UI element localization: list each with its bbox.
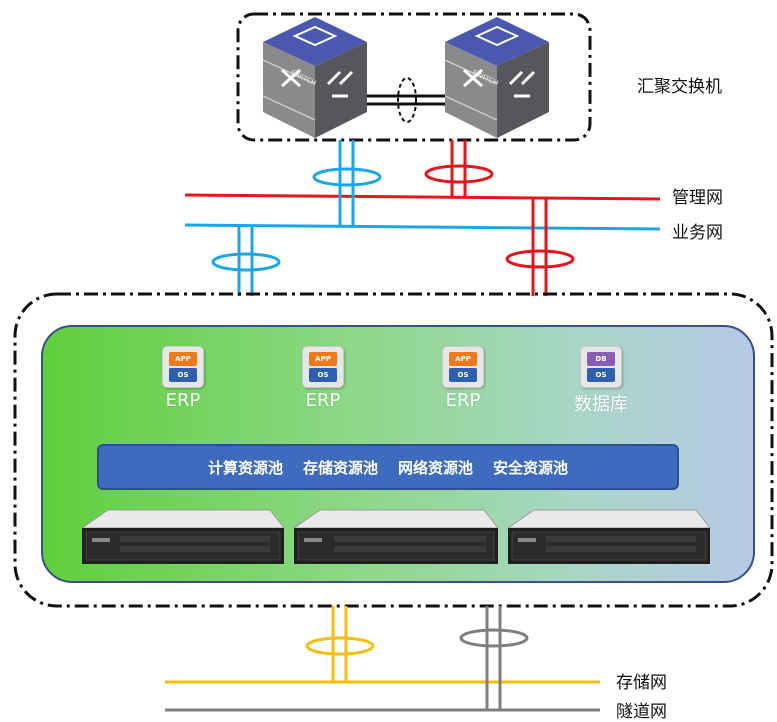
- storage-ring: [305, 636, 375, 656]
- mgmt-net-line: [184, 193, 661, 201]
- switch-1: [262, 17, 367, 138]
- server-3: [506, 509, 712, 564]
- storage-pool-label: 存储资源池: [302, 458, 378, 477]
- server-2: [292, 509, 500, 564]
- vm-tag-bottom: OS: [587, 368, 615, 382]
- app-os-icon: APP OS: [442, 346, 484, 388]
- db-os-icon: DB OS: [580, 346, 622, 388]
- uplink-ring-red: [424, 164, 494, 184]
- aggregation-switch-label: 汇聚交换机: [637, 77, 722, 97]
- vm-name: ERP: [165, 390, 201, 411]
- vm-name: ERP: [305, 390, 341, 411]
- downlink-ring-blue: [211, 252, 281, 272]
- vm-name: 数据库: [574, 394, 628, 415]
- vm-erp-3: APP OS ERP: [440, 346, 486, 411]
- vm-erp-1: APP OS ERP: [160, 346, 206, 411]
- app-os-icon: APP OS: [302, 346, 344, 388]
- uplink-ring-blue: [312, 167, 382, 187]
- resource-pool-bar: 计算资源池 存储资源池 网络资源池 安全资源池: [97, 444, 679, 490]
- link-aggregation-ring: [397, 77, 417, 123]
- vm-erp-2: APP OS ERP: [300, 346, 346, 411]
- tunnel-net-label: 隧道网: [616, 702, 667, 722]
- switch-group-border: [236, 12, 592, 142]
- vm-tag-top: APP: [169, 352, 197, 366]
- vm-tag-top: DB: [587, 352, 615, 366]
- vm-tag-bottom: OS: [449, 368, 477, 382]
- business-net-line: [184, 223, 661, 231]
- cluster-outer-border: [13, 292, 774, 608]
- vm-tag-bottom: OS: [309, 368, 337, 382]
- app-os-icon: APP OS: [162, 346, 204, 388]
- network-pool-label: 网络资源池: [398, 458, 474, 477]
- storage-net-label: 存储网: [616, 673, 667, 693]
- business-net-label: 业务网: [672, 223, 723, 243]
- vm-tag-top: APP: [449, 352, 477, 366]
- vm-database: DB OS 数据库: [574, 346, 628, 415]
- mgmt-net-label: 管理网: [672, 188, 723, 208]
- server-1: [80, 509, 286, 564]
- security-pool-label: 安全资源池: [493, 458, 569, 477]
- vm-tag-top: APP: [309, 352, 337, 366]
- vm-tag-bottom: OS: [169, 368, 197, 382]
- tunnel-ring: [459, 628, 529, 648]
- downlink-ring-red: [505, 249, 575, 269]
- switch-2: [444, 17, 549, 138]
- vm-name: ERP: [445, 390, 481, 411]
- compute-pool-label: 计算资源池: [207, 458, 283, 477]
